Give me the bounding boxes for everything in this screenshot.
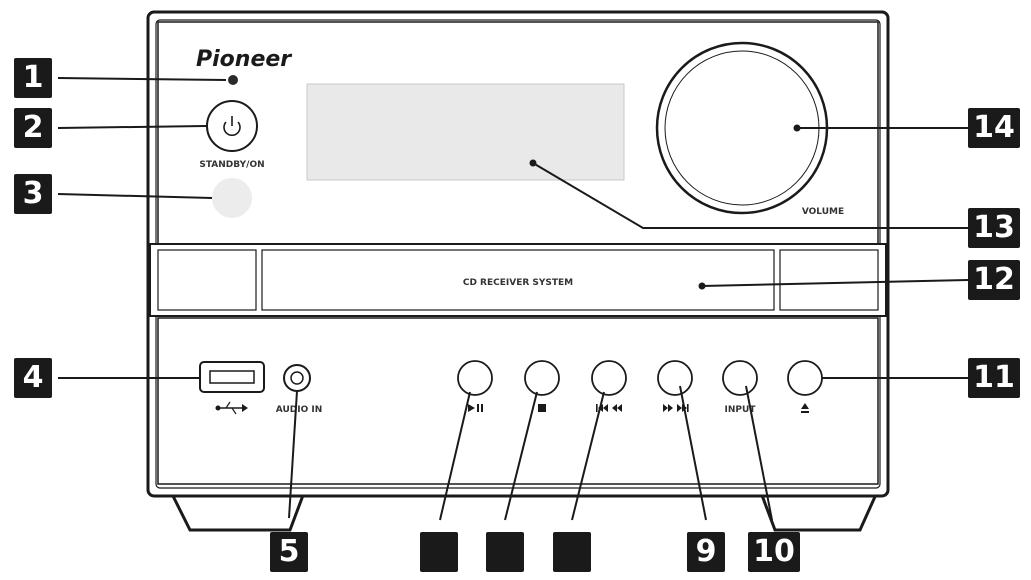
- eject-button[interactable]: [787, 360, 823, 396]
- callout-3: 3: [14, 174, 52, 214]
- power-icon: [223, 116, 241, 137]
- leader-dots: [529, 124, 801, 290]
- callout-4: 4: [14, 358, 52, 398]
- input-label: INPUT: [725, 405, 757, 415]
- disc-tray[interactable]: [261, 249, 775, 311]
- callout-13: 13: [968, 208, 1020, 248]
- tray-left-panel: [157, 249, 257, 311]
- leader-line-7: [504, 391, 538, 521]
- stop-button[interactable]: [524, 360, 560, 396]
- tray-label: CD RECEIVER SYSTEM: [463, 278, 573, 288]
- audio-in-label: AUDIO IN: [276, 405, 322, 415]
- stop-icon: [538, 404, 546, 412]
- leader-line-1: [57, 77, 227, 81]
- brand-logo: Pioneer: [196, 47, 292, 72]
- leader-line-6: [439, 391, 471, 521]
- display-window: [306, 83, 625, 181]
- next-button[interactable]: [657, 360, 693, 396]
- callout-11: 11: [968, 358, 1020, 398]
- leader-line-12: [701, 279, 969, 287]
- leader-line-8: [571, 391, 605, 521]
- eject-icon: [801, 403, 809, 413]
- callout-9: 9: [687, 532, 725, 572]
- previous-button[interactable]: [591, 360, 627, 396]
- leader-line-13: [532, 162, 968, 229]
- remote-sensor: [212, 178, 252, 218]
- callout-12: 12: [968, 260, 1020, 300]
- callout-7: [486, 532, 524, 572]
- leader-lines: [57, 77, 969, 521]
- usb-slot: [209, 370, 255, 384]
- play-pause-icon: [468, 404, 483, 412]
- volume-label: VOLUME: [802, 207, 844, 217]
- callout-1: 1: [14, 58, 52, 98]
- standby-indicator: [228, 75, 238, 85]
- audio-in-jack-hole: [290, 371, 304, 385]
- callout-14: 14: [968, 108, 1020, 148]
- input-button[interactable]: [722, 360, 758, 396]
- usb-icon: [215, 401, 248, 415]
- callout-10: 10: [748, 532, 800, 572]
- power-label: STANDBY/ON: [199, 160, 264, 170]
- leader-line-2: [57, 125, 207, 129]
- callout-6: [420, 532, 458, 572]
- play-pause-button[interactable]: [457, 360, 493, 396]
- callout-5: 5: [270, 532, 308, 572]
- leader-line-9: [679, 385, 707, 521]
- leader-line-10: [745, 385, 773, 521]
- callout-2: 2: [14, 108, 52, 148]
- leader-line-3: [57, 193, 213, 199]
- tray-right-panel: [779, 249, 879, 311]
- lower-panel: [157, 317, 879, 485]
- callout-8: [553, 532, 591, 572]
- leader-line-5: [288, 390, 298, 519]
